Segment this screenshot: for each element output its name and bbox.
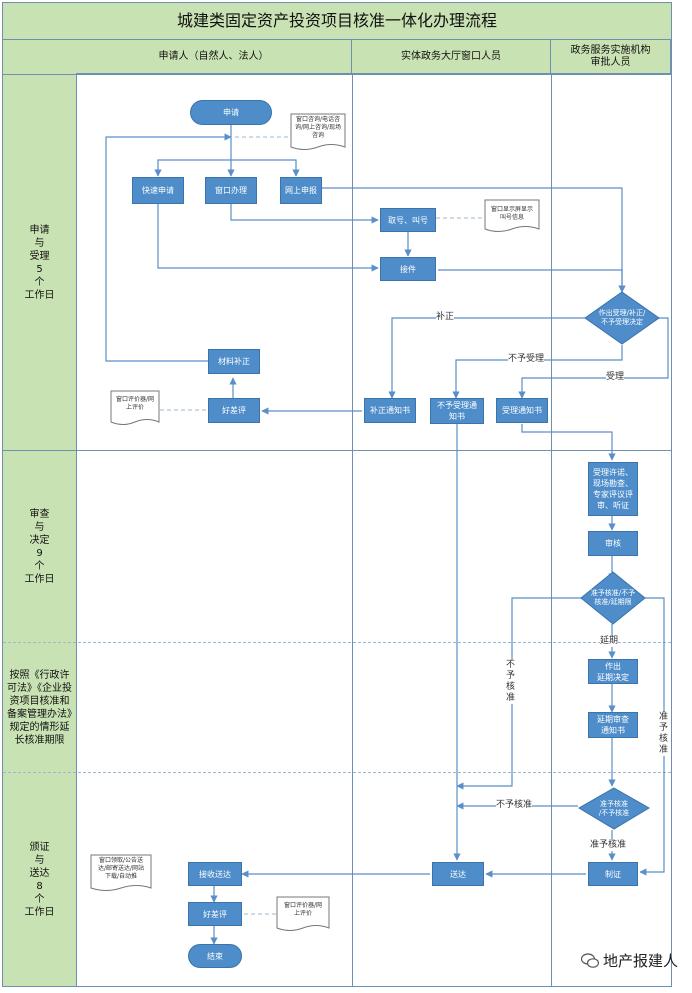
edge-label-not-accept: 不予受理 <box>508 354 545 365</box>
accept-decision-label: 作出受理/补正/ 不予受理决定 <box>598 309 646 326</box>
final-decision-label: 准予核准 /不予核准 <box>598 799 630 817</box>
rating-box: 好差评 <box>208 398 260 423</box>
lane-divider <box>551 74 552 986</box>
header-divider <box>3 74 671 75</box>
phase-deliver: 颁证 与 送达 8 个 工作日 <box>24 842 55 918</box>
window-eval-text-2: 窗口评价器/网 上评价 <box>283 902 323 917</box>
window-eval-text: 窗口评价器/网 上评价 <box>115 396 155 411</box>
accept-decision-diamond <box>584 291 660 345</box>
edge-label-approve-vertical: 准 予 核 准 <box>659 712 669 756</box>
edge-label-approve: 准予核准 <box>590 840 627 851</box>
window-display-text: 窗口显示屏显示 叫号信息 <box>490 206 533 221</box>
approve-decision-label: 准予核准/不予 核准/延期限 <box>590 589 636 606</box>
consult-document: 窗口咨询/电话咨 询/网上咨询/现场 咨询 <box>290 113 346 153</box>
material-fix-box: 材料补正 <box>208 349 260 374</box>
lane-header-applicant: 申请人（自然人、法人） <box>76 40 352 74</box>
swimlane-frame <box>2 2 672 987</box>
number-call-box: 取号、叫号 <box>380 208 436 232</box>
deliver-box: 送达 <box>432 862 484 886</box>
pickup-document: 窗口领取/公告送 达/邮寄送达/网站 下载/自动推 <box>90 854 152 894</box>
lane-divider <box>76 74 77 986</box>
edge-label-accept: 受理 <box>606 372 625 383</box>
review-process-box: 受理许诺、 现场勘查、 专家评议评 审、听证 <box>588 462 638 516</box>
lane-header-window-staff: 实体政务大厅窗口人员 <box>352 40 551 74</box>
edge-label-not-approve-vertical: 不 予 核 准 <box>506 660 516 704</box>
watermark-text: 地产报建人 <box>602 952 678 970</box>
fix-notice-box: 补正通知书 <box>364 398 416 423</box>
certify-box: 制证 <box>588 862 638 886</box>
final-decision-diamond <box>578 787 650 830</box>
start-terminal: 申请 <box>190 100 272 125</box>
express-apply-box: 快速申请 <box>132 177 184 204</box>
phase-review: 审查 与 决定 9 个 工作日 <box>24 509 55 585</box>
consult-document-text: 窗口咨询/电话咨 询/网上咨询/现场 咨询 <box>294 116 342 139</box>
receive-box: 接件 <box>380 257 436 281</box>
lane-divider <box>352 74 353 986</box>
online-apply-box: 网上申报 <box>280 177 322 204</box>
end-terminal: 结束 <box>188 944 242 968</box>
window-handle-box: 窗口办理 <box>205 177 257 204</box>
extend-decision-box: 作出 延期决定 <box>588 659 638 684</box>
phase-divider-dashed <box>3 772 671 773</box>
phase-divider-dashed <box>3 642 671 643</box>
diagram-title: 城建类固定资产投资项目核准一体化办理流程 <box>3 3 671 40</box>
window-eval-document-2: 窗口评价器/网 上评价 <box>276 896 330 934</box>
rating-box-2: 好差评 <box>188 902 242 926</box>
lane-header-approval-staff: 政务服务实施机构 审批人员 <box>551 40 671 74</box>
watermark: 地产报建人 <box>580 950 678 971</box>
phase-accept: 申请 与 受理 5 个 工作日 <box>24 225 55 301</box>
edge-label-extension: 延期 <box>600 636 619 647</box>
window-display-document: 窗口显示屏显示 叫号信息 <box>484 199 540 235</box>
accept-notice-box: 受理通知书 <box>496 398 548 423</box>
extend-notice-box: 延期审查 通知书 <box>588 712 638 738</box>
edge-label-not-approve: 不予核准 <box>496 800 533 811</box>
review-check-box: 审核 <box>588 531 638 556</box>
approve-decision-diamond <box>580 571 646 625</box>
window-eval-document: 窗口评价器/网 上评价 <box>110 390 160 428</box>
wechat-icon <box>580 952 599 968</box>
phase-divider <box>3 450 671 451</box>
reject-notice-box: 不予受理通 知书 <box>430 398 484 424</box>
edge-label-supplement: 补正 <box>436 312 455 323</box>
phase-column <box>3 40 77 986</box>
phase-extend: 按照《行政许可法》《企业投资项目核准和备案管理办法》规定的情形延长核准期限 <box>7 670 72 746</box>
receive-delivery-box: 接收送达 <box>188 862 242 886</box>
pickup-text: 窗口领取/公告送 达/邮寄送达/网站 下载/自动推 <box>97 857 145 880</box>
